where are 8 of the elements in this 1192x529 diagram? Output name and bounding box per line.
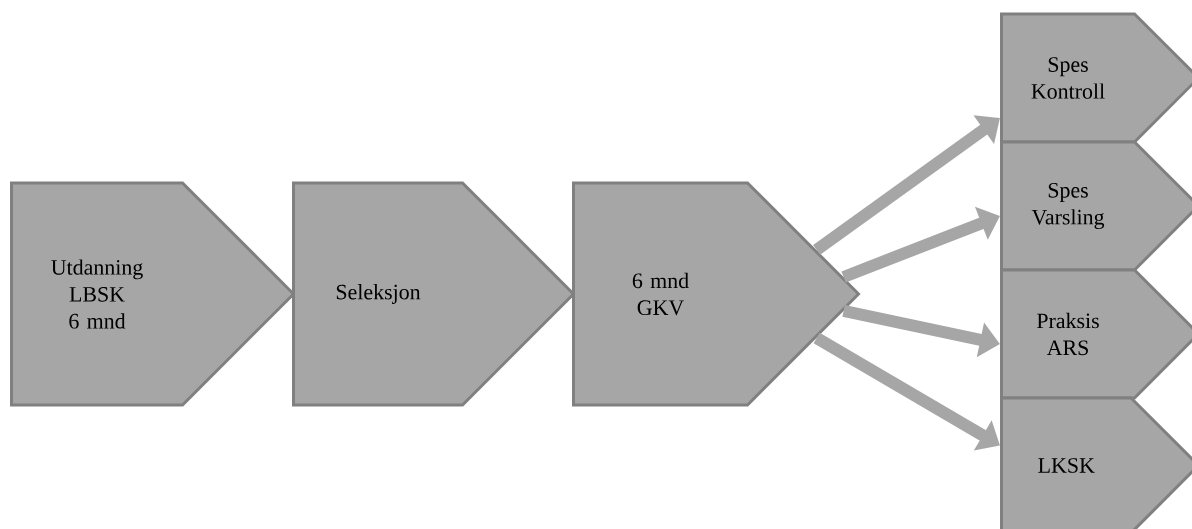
chevron-box: Praksis ARS — [1000, 268, 1192, 400]
chevron-box: Spes Varsling — [1000, 140, 1192, 272]
chevron-box: Utdanning LBSK 6 mnd — [10, 181, 296, 407]
block-arrow — [813, 115, 1000, 255]
chevron-box: 6 mnd GKV — [572, 181, 861, 407]
chevron-box: Seleksjon — [292, 181, 576, 407]
chevron-box: LKSK — [1000, 396, 1192, 529]
chevron-box: Spes Kontroll — [1000, 12, 1192, 144]
